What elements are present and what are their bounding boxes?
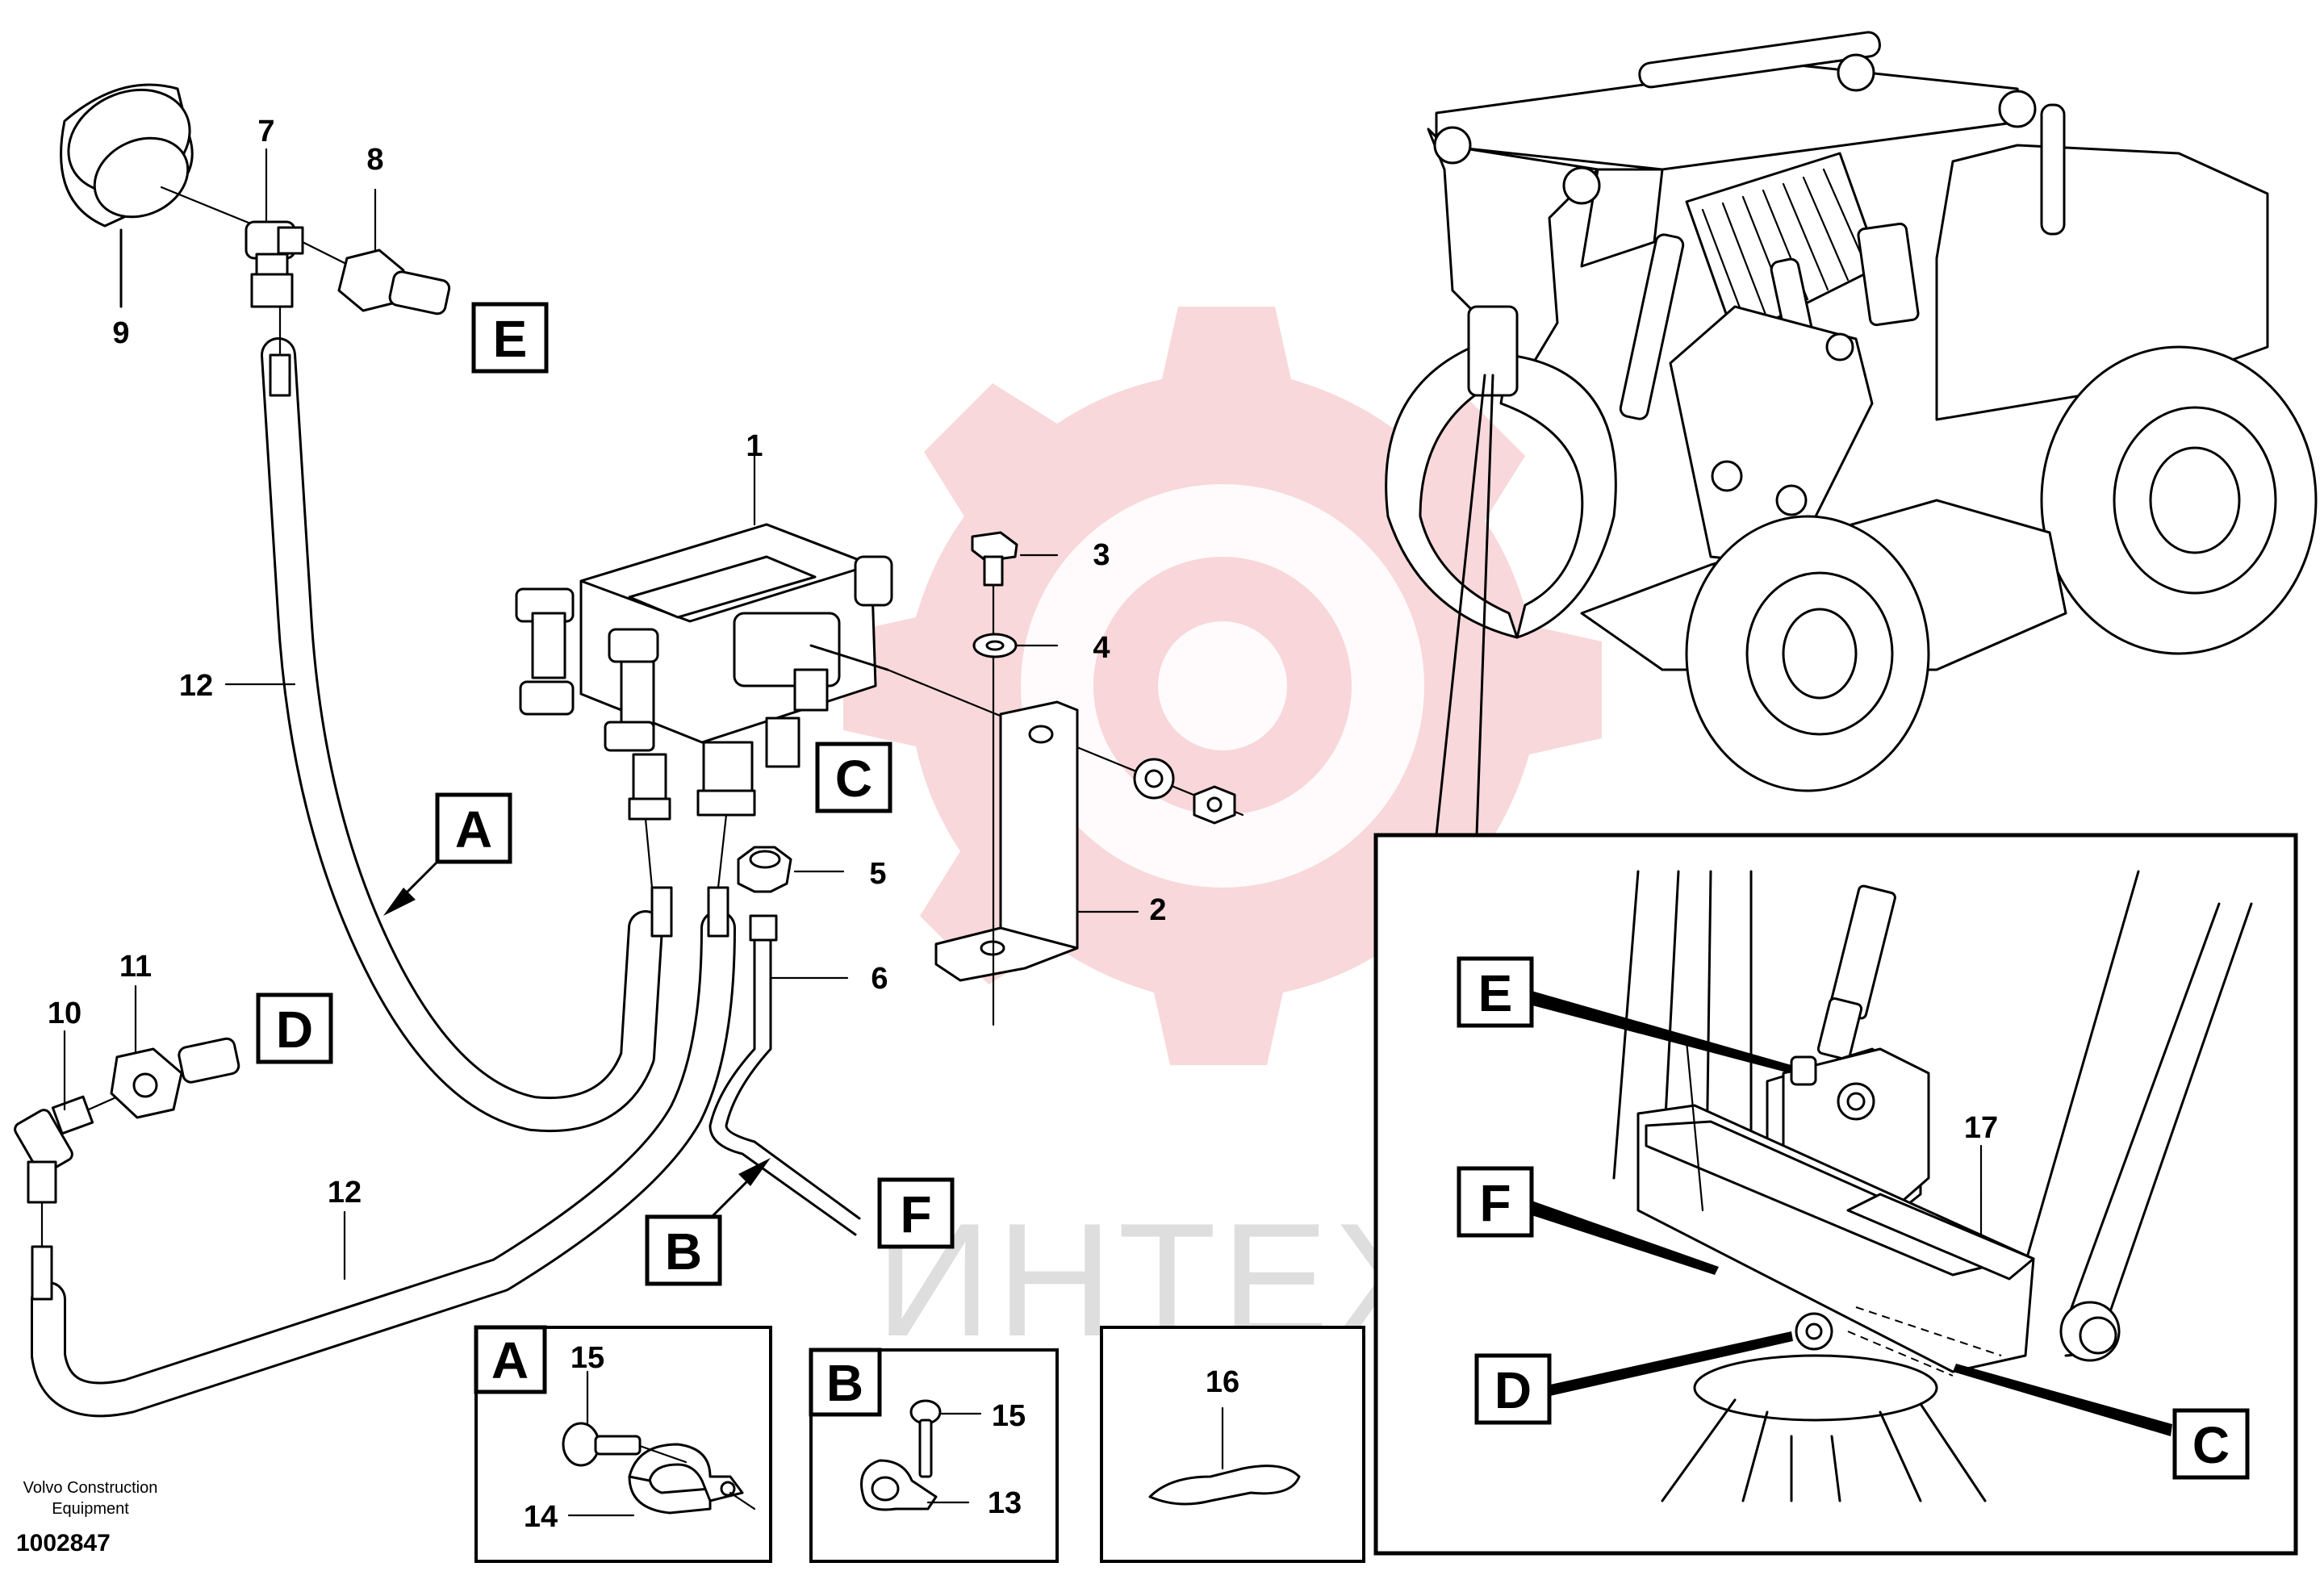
callout-f-detail: F [1479, 1174, 1511, 1232]
label-part-16: 16 [1206, 1365, 1239, 1399]
part-9-sleeve [60, 83, 268, 308]
label-part-11: 11 [119, 950, 152, 984]
callout-e-main: E [493, 310, 528, 368]
brand-line-2: Equipment [52, 1500, 129, 1518]
part-6-pipe [708, 922, 857, 1236]
label-part-2: 2 [1149, 893, 1166, 927]
label-part-12a: 12 [179, 669, 213, 703]
brand-line-1: Volvo Construction [23, 1479, 158, 1497]
part-11-adaptor [110, 1037, 240, 1119]
callout-d-main: D [276, 1001, 313, 1059]
stud-nut-washer [1133, 758, 1236, 825]
part-16-cable-tie [1148, 1406, 1301, 1506]
part-13-clip [860, 1459, 970, 1511]
label-part-9: 9 [112, 316, 129, 350]
label-part-7: 7 [257, 115, 274, 148]
label-part-17: 17 [1964, 1111, 1998, 1145]
label-part-15b: 15 [992, 1399, 1026, 1433]
label-part-5: 5 [869, 857, 886, 891]
callout-f-main: F [900, 1185, 931, 1243]
callout-a-box: A [491, 1331, 529, 1389]
detail-view-drawing [1612, 870, 2253, 1502]
part-15b-screw [909, 1399, 982, 1478]
machine-illustration [1385, 31, 2318, 837]
drawing-number: 1002847 [16, 1530, 111, 1556]
callout-c-detail: C [2192, 1416, 2230, 1474]
label-part-8: 8 [366, 143, 383, 177]
label-part-15a: 15 [571, 1341, 604, 1375]
callout-b-main: B [665, 1222, 702, 1281]
part-15a-screw [562, 1370, 688, 1467]
detail-leaders [1529, 991, 2172, 1436]
part-1-valve-block [515, 450, 1244, 889]
part-5-nut [737, 846, 845, 893]
part-12-hose-upper [261, 337, 663, 1133]
label-part-14: 14 [524, 1500, 558, 1534]
label-part-12b: 12 [328, 1176, 362, 1210]
letter-callouts: E C A D B F A B E F D C [256, 302, 2250, 1480]
callout-b-box: B [826, 1354, 863, 1412]
part-3-bolt [971, 531, 1059, 647]
part-number-labels: 1 2 3 4 5 6 7 8 9 10 11 12 12 13 14 15 1… [48, 115, 1998, 1534]
part-7-elbow [245, 220, 353, 308]
label-part-3: 3 [1093, 538, 1110, 572]
main-leaders [383, 858, 771, 1224]
callout-c-main: C [835, 750, 872, 808]
inset-box-c [1100, 1326, 1365, 1563]
callout-e-detail: E [1478, 964, 1513, 1022]
part-10-elbow [14, 1092, 127, 1301]
part-4-washer [972, 633, 1059, 712]
part-8-adaptor [337, 188, 451, 315]
callout-a-main: A [455, 800, 492, 859]
label-part-1: 1 [746, 429, 763, 463]
part-14-clamp [567, 1443, 756, 1517]
label-part-13: 13 [988, 1486, 1022, 1520]
part-2-bracket [934, 700, 1139, 1026]
callout-d-detail: D [1494, 1361, 1532, 1419]
label-part-10: 10 [48, 997, 82, 1030]
label-part-4: 4 [1093, 631, 1110, 665]
label-part-6: 6 [871, 962, 888, 996]
